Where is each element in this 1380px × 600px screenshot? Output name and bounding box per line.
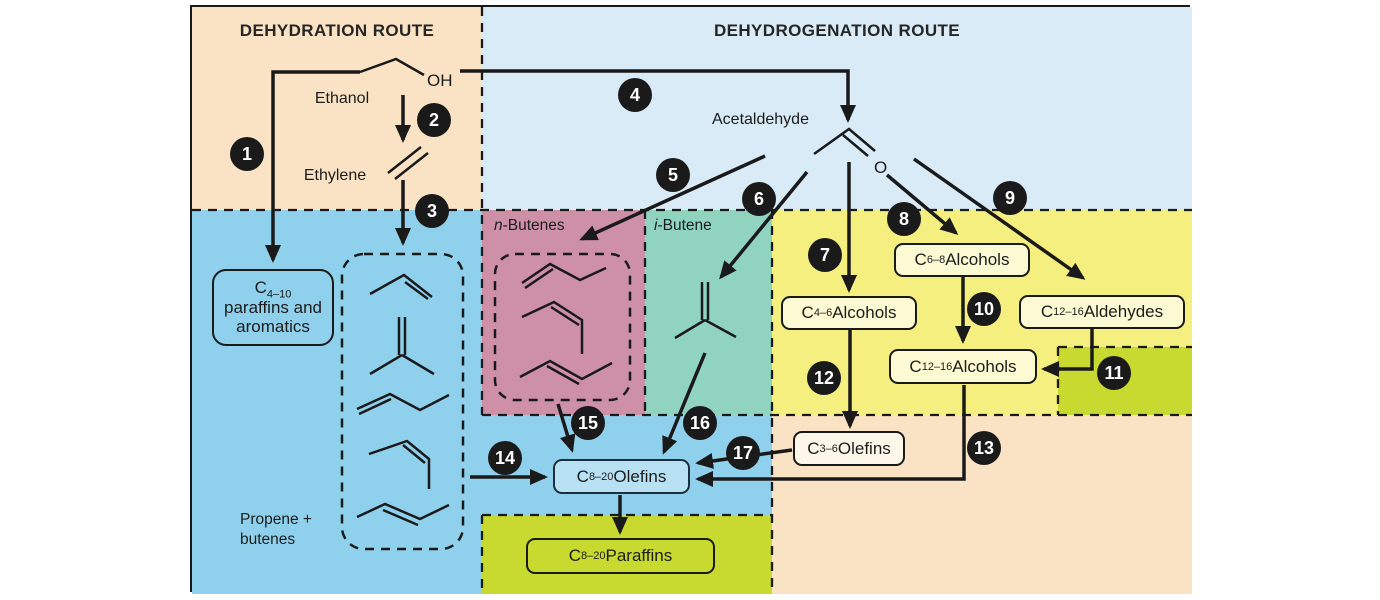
- step-circle-5: 5: [656, 158, 690, 192]
- route-arrows: [265, 69, 1094, 535]
- dehydrogenation-region: [482, 7, 1192, 210]
- molecule-structures: [356, 57, 876, 527]
- ethanol-structure: [359, 57, 425, 77]
- isobutene-structure: [369, 317, 435, 376]
- n-butenes-label: n-Butenes: [494, 217, 565, 234]
- n-trans-2-butene-structure: [519, 359, 613, 386]
- n-butene-1-structure: [521, 262, 607, 290]
- step-circle-4: 4: [618, 78, 652, 112]
- propene-butenes-dashed-box: [340, 252, 465, 551]
- arrow-route-11: [1041, 329, 1094, 377]
- step-circle-6: 6: [742, 182, 776, 216]
- cis-2-butene-structure: [368, 439, 431, 489]
- arrow-route-4: [460, 69, 856, 123]
- arrow-route-15: [556, 403, 576, 453]
- step-circle-10: 10: [967, 292, 1001, 326]
- arrow-route-6: [719, 170, 809, 280]
- arrow-route-1: [265, 70, 360, 263]
- step-circle-15: 15: [571, 406, 605, 440]
- step-circle-9: 9: [993, 181, 1027, 215]
- acetaldehyde-structure: [813, 127, 876, 157]
- i-butene-label: i-Butene: [654, 217, 712, 234]
- butene-1-structure: [356, 392, 450, 416]
- step-circle-7: 7: [808, 238, 842, 272]
- structure-group-outlines: [340, 252, 632, 551]
- step-circle-8: 8: [887, 202, 921, 236]
- propene-butenes-label: Propene + butenes: [240, 511, 312, 548]
- acetaldehyde-label: Acetaldehyde: [712, 111, 809, 128]
- arrow-route-16: [662, 352, 707, 455]
- step-circle-14: 14: [488, 441, 522, 475]
- trans-2-butene-structure: [356, 502, 450, 527]
- n-butenes-region: [482, 210, 645, 415]
- n-butenes-dashed-box: [493, 252, 632, 402]
- dehydrogenation-route-title: DEHYDROGENATION ROUTE: [713, 21, 961, 40]
- step-circle-12: 12: [807, 361, 841, 395]
- c4-10-paraffins-aromatics-box: C4–10 paraffins and aromatics: [212, 269, 334, 346]
- carbonyl-oxygen-label: O: [874, 158, 887, 177]
- step-circle-16: 16: [683, 406, 717, 440]
- diagram-frame: O DEHYDRA: [190, 5, 1192, 594]
- i-butene-structure: [674, 282, 737, 340]
- step-circle-1: 1: [230, 137, 264, 171]
- arrow-route-9: [912, 157, 1086, 280]
- step-circle-13: 13: [967, 431, 1001, 465]
- arrow-route-5: [579, 154, 766, 241]
- step-circle-3: 3: [415, 194, 449, 228]
- hydroxyl-label: OH: [427, 71, 453, 90]
- step-circle-17: 17: [726, 436, 760, 470]
- arrow-route-8: [885, 173, 959, 235]
- step-circle-11: 11: [1097, 356, 1131, 390]
- ethylene-label: Ethylene: [303, 167, 367, 184]
- dehydration-route-title: DEHYDRATION ROUTE: [239, 21, 435, 40]
- arrow-route-13: [695, 385, 966, 487]
- n-cis-2-butene-structure: [521, 300, 584, 354]
- ethylene-structure: [387, 146, 429, 180]
- ethanol-label: Ethanol: [314, 90, 370, 107]
- propene-structure: [369, 273, 433, 301]
- step-circle-2: 2: [417, 103, 451, 137]
